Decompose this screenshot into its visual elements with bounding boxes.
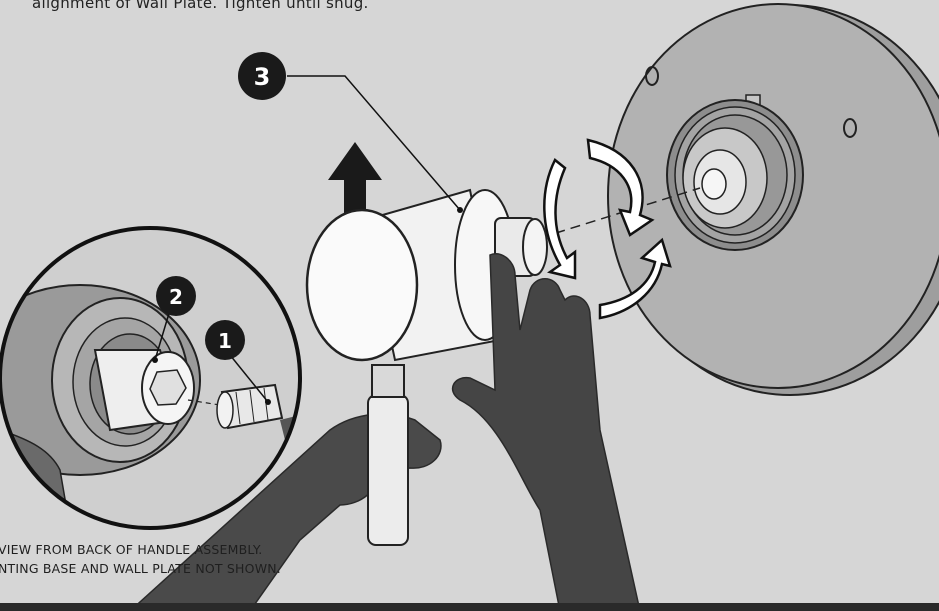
handle-lever xyxy=(367,364,409,546)
callout-1: 1 xyxy=(205,320,271,405)
callout-2: 2 xyxy=(152,276,196,363)
detail-view xyxy=(0,226,302,530)
callout-number: 3 xyxy=(254,63,271,91)
note-line-1: VIEW FROM BACK OF HANDLE ASSEMBLY. xyxy=(0,542,263,557)
adapter-part xyxy=(216,383,284,430)
rotate-arrows-icon xyxy=(543,138,672,320)
bottom-band xyxy=(0,603,939,611)
note-line-2: NTING BASE AND WALL PLATE NOT SHOWN. xyxy=(0,561,281,576)
screw-hole xyxy=(843,118,857,138)
valve-stem xyxy=(666,99,804,251)
callout-3: 3 xyxy=(238,52,463,213)
hand-right xyxy=(451,253,641,611)
callout-number: 1 xyxy=(218,329,232,353)
screw-hole xyxy=(645,66,659,86)
instruction-text: alignment of Wall Plate. Tighten until s… xyxy=(32,0,369,12)
callout-number: 2 xyxy=(169,285,183,309)
